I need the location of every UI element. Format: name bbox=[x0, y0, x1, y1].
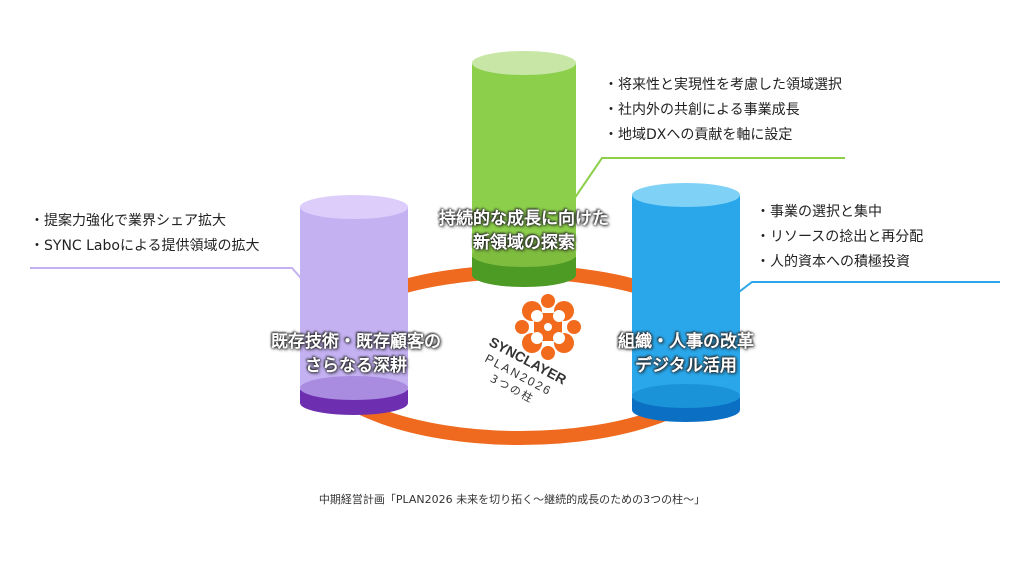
pillar-reform bbox=[632, 183, 740, 422]
label-line: デジタル活用 bbox=[635, 356, 737, 376]
pillar-growth bbox=[472, 51, 576, 287]
callout-line-deepen bbox=[30, 267, 323, 303]
bullet-item: 提案力強化で業界シェア拡大 bbox=[30, 209, 260, 234]
bullet-item: リソースの捻出と再分配 bbox=[756, 225, 923, 250]
label-line: 持続的な成長に向けた bbox=[439, 209, 609, 229]
label-line: 既存技術・既存顧客の bbox=[271, 332, 441, 352]
label-line: さらなる深耕 bbox=[305, 356, 407, 376]
bullets-growth: 将来性と実現性を考慮した領域選択 社内外の共創による事業成長 地域DXへの貢献を… bbox=[604, 73, 842, 148]
caption: 中期経営計画「PLAN2026 未来を切り拓く～継続的成長のための3つの柱～」 bbox=[318, 493, 706, 506]
callout-line-growth bbox=[571, 157, 845, 203]
bullets-deepen: 提案力強化で業界シェア拡大 SYNC Laboによる提供領域の拡大 bbox=[30, 209, 260, 259]
pillar-label-deepen: 既存技術・既存顧客の さらなる深耕 bbox=[236, 330, 476, 378]
bullet-item: 人的資本への積極投資 bbox=[756, 250, 923, 275]
bullet-item: 将来性と実現性を考慮した領域選択 bbox=[604, 73, 842, 98]
pillar-label-growth: 持続的な成長に向けた 新領域の探索 bbox=[404, 207, 644, 255]
callout-line-reform bbox=[717, 281, 1000, 309]
bullet-item: SYNC Laboによる提供領域の拡大 bbox=[30, 234, 260, 259]
label-line: 新領域の探索 bbox=[473, 233, 575, 253]
bullet-item: 社内外の共創による事業成長 bbox=[604, 98, 842, 123]
label-line: 組織・人事の改革 bbox=[618, 332, 754, 352]
bullet-item: 地域DXへの貢献を軸に設定 bbox=[604, 123, 842, 148]
bullet-item: 事業の選択と集中 bbox=[756, 200, 923, 225]
pillar-deepen bbox=[300, 195, 408, 415]
bullets-reform: 事業の選択と集中 リソースの捻出と再分配 人的資本への積極投資 bbox=[756, 200, 923, 275]
synclayer-logo-icon bbox=[515, 294, 581, 360]
pillar-label-reform: 組織・人事の改革 デジタル活用 bbox=[566, 330, 806, 378]
